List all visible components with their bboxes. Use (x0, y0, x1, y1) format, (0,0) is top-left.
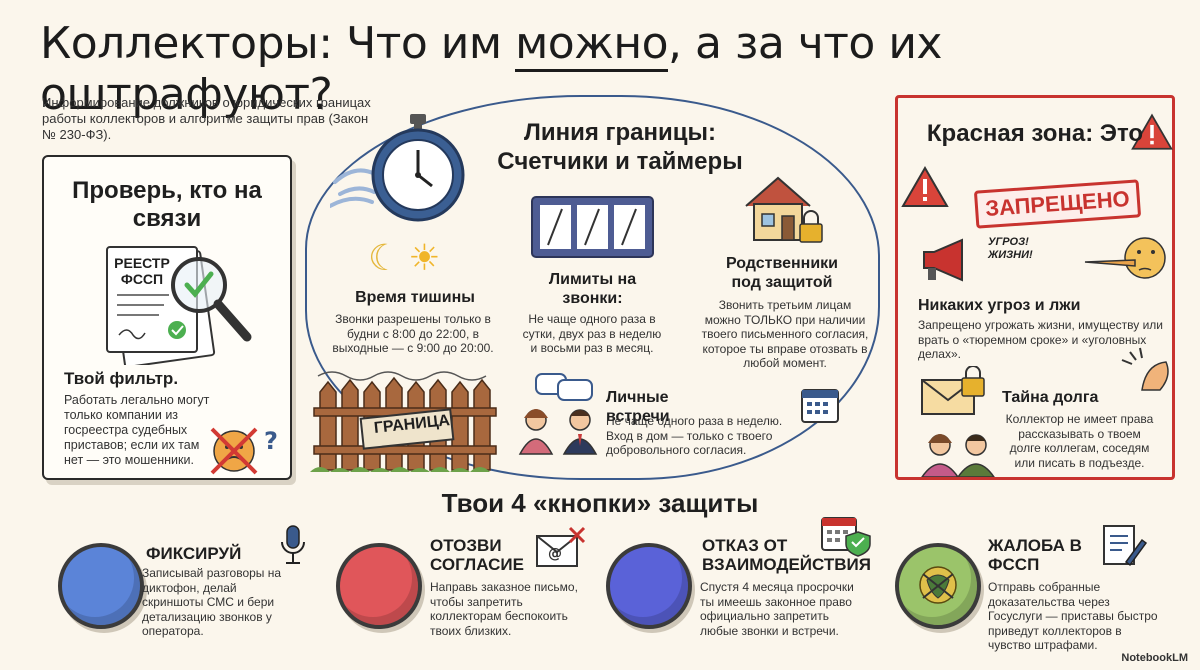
relatives-text: Звонить третьим лицам можно ТОЛЬКО при н… (701, 298, 869, 370)
filter-text: Работать легально могут только компании … (64, 393, 210, 467)
check-card-heading: Проверь, кто на связи (72, 177, 262, 232)
refuse-interaction-button[interactable] (606, 543, 692, 629)
record-button-text: Записывай разговоры на диктофон, делай с… (142, 566, 282, 638)
buttons-heading: Твои 4 «кнопки» защиты (441, 488, 759, 518)
call-limits-text: Не чаще одного раза в сутки, двух раз в … (522, 312, 662, 355)
check-card: Проверь, кто на связи РЕЕСТР ФССП Твой ф… (42, 155, 292, 480)
red-zone-heading: Красная зона: Это (926, 120, 1144, 147)
page-subtitle: Информирование должников о юридических г… (42, 95, 371, 142)
brand-label: NotebookLM (1121, 652, 1188, 664)
complaint-fssp-button[interactable] (895, 543, 981, 629)
calendar-icon (801, 389, 839, 423)
megaphone-icon (923, 238, 963, 282)
revoke-consent-button[interactable] (336, 543, 422, 629)
moon-sun-icon: ☾☀ (368, 238, 441, 278)
svg-text:?: ? (264, 427, 278, 455)
moon-icon: ☾ (368, 237, 401, 278)
calendar-check-icon (821, 517, 871, 557)
document-pen-icon (1103, 525, 1148, 567)
red-zone (895, 95, 1175, 480)
warning-icon-2 (1131, 113, 1173, 150)
quiet-time-text: Звонки разрешены только в будни с 8:00 д… (332, 312, 494, 355)
meetings-text: Не чаще одного раза в неделю. Вход в дом… (606, 414, 783, 457)
threat-bubble: УГРОЗ! ЖИЗНИ! (988, 236, 1033, 261)
registry-label: РЕЕСТР ФССП (114, 255, 170, 287)
page-title: Коллекторы: Что им можно, а за что их ош… (40, 18, 942, 120)
relatives-title: Родственники под защитой (725, 255, 839, 291)
secret-text: Коллектор не имеет права рассказывать о … (1005, 412, 1154, 470)
complaint-fssp-text: Отправь собранные доказательства через Г… (988, 580, 1158, 652)
fssp-emblem-icon (919, 566, 957, 604)
svg-text:@: @ (548, 546, 562, 562)
quiet-time-title: Время тишины (355, 289, 475, 306)
liar-face-icon (1084, 237, 1166, 279)
fence-icon (310, 371, 497, 472)
mail-lock-icon (921, 366, 985, 415)
record-button-title: ФИКСИРУЙ (146, 544, 242, 563)
refuse-interaction-text: Спустя 4 месяца просрочки ты имеешь зако… (700, 580, 854, 638)
stopwatch-icon (330, 114, 465, 222)
complaint-fssp-title: ЖАЛОБА В ФССП (988, 536, 1082, 574)
email-cross-icon: @ (536, 526, 586, 567)
secret-title: Тайна долга (1002, 389, 1099, 406)
refuse-interaction-title: ОТКАЗ ОТ ВЗАИМОДЕЙСТВИЯ (702, 536, 871, 574)
meetings-title: Личные встречи (606, 389, 670, 425)
gossip-people-icon (921, 434, 995, 477)
scammer-crossed-icon: ? (210, 427, 278, 475)
call-counter-icon (531, 196, 654, 258)
record-button[interactable] (58, 543, 144, 629)
warning-icon (901, 166, 949, 207)
threats-title: Никаких угроз и лжи (918, 297, 1081, 314)
meeting-people-icon (518, 373, 598, 455)
microphone-icon (281, 525, 305, 564)
whisper-face-icon (1121, 347, 1169, 391)
registry-magnifier-icon (106, 246, 252, 365)
house-lock-icon (745, 176, 823, 243)
threats-text: Запрещено угрожать жизни, имуществу или … (918, 318, 1164, 361)
filter-title: Твой фильтр. (64, 369, 179, 388)
sun-icon: ☀ (408, 237, 441, 278)
boundary-heading: Линия границы: Счетчики и таймеры (497, 119, 743, 175)
revoke-consent-text: Направь заказное письмо, чтобы запретить… (430, 580, 578, 638)
boundary-oval (305, 95, 880, 480)
revoke-consent-title: ОТОЗВИ СОГЛАСИЕ (430, 536, 524, 574)
call-limits-title: Лимиты на звонки: (548, 271, 637, 307)
